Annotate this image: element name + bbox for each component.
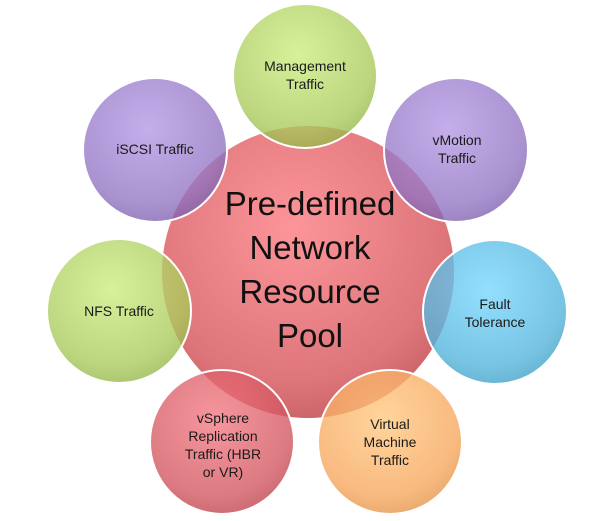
management-circle <box>232 3 378 149</box>
center-pool-label: Pre-defined Network Resource Pool <box>224 185 396 354</box>
iscsi-circle <box>82 77 228 223</box>
vsphere-replication-circle <box>149 369 295 515</box>
nfs-circle <box>46 238 192 384</box>
fault-tolerance-circle <box>422 239 568 385</box>
virtual-machine-circle <box>317 369 463 515</box>
vmotion-circle <box>383 77 529 223</box>
